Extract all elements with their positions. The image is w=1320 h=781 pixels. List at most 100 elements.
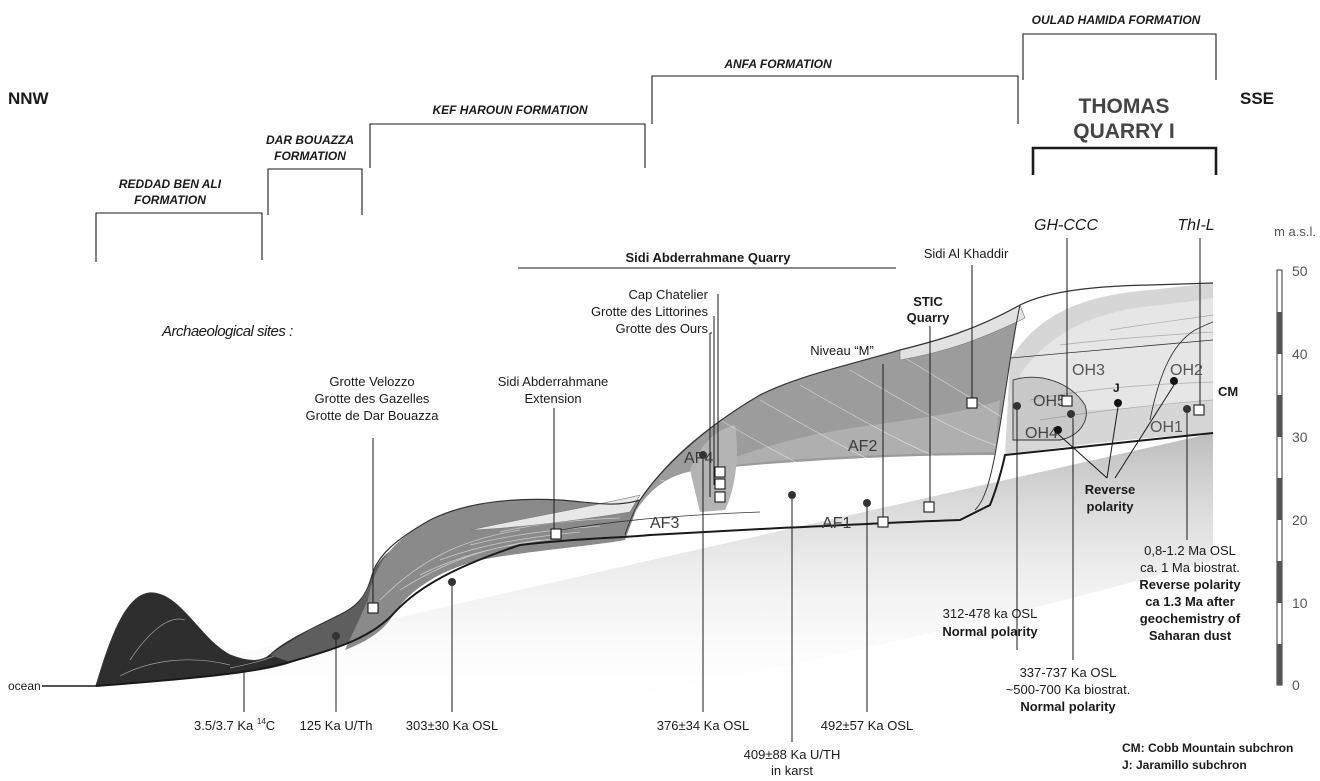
site-label-grotte-des-ours: Grotte des Ours <box>616 321 709 336</box>
date-label-geochemistry: geochemistry of <box>1140 611 1241 626</box>
date-label-0-8ma-polarity: Reverse polarity <box>1139 577 1241 592</box>
anfa-oh-contact <box>974 304 1021 511</box>
direction-label-sse: SSE <box>1240 89 1274 108</box>
date-label-409ka-1: 409±88 Ka U/TH <box>744 747 841 762</box>
formation-label-dar-bouazza-1: DAR BOUAZZA <box>266 133 354 147</box>
site-marker-thi-l <box>1193 404 1205 416</box>
sample-dot-376ka <box>699 451 707 459</box>
formation-label-oulad-hamida: OULAD HAMIDA FORMATION <box>1032 13 1201 27</box>
oulad-hamida-bracket <box>1022 33 1217 80</box>
site-marker-grotte-velozzo <box>367 602 379 614</box>
scale-tick-10: 10 <box>1292 595 1308 611</box>
site-leader-lines <box>372 238 1201 608</box>
scale-unit-label: m a.s.l. <box>1274 224 1316 239</box>
thomas-quarry-bracket <box>1031 146 1218 175</box>
dating-sample-points <box>332 377 1191 640</box>
site-label-niveau-m: Niveau “M” <box>810 343 874 358</box>
site-marker-gh-ccc <box>1061 395 1073 407</box>
sample-dot-303ka <box>448 578 456 586</box>
site-label-grotte-des-littorines: Grotte des Littorines <box>591 304 709 319</box>
date-leader-lines <box>243 384 1188 742</box>
sample-dot-125ka <box>332 632 340 640</box>
oh4-oh5-lens <box>1012 376 1087 441</box>
thomas-quarry-title-1: THOMAS <box>1079 95 1170 118</box>
site-label-grotte-velozzo: Grotte Velozzo <box>329 374 414 389</box>
scale-tick-30: 30 <box>1292 429 1308 445</box>
date-label-312ka-polarity: Normal polarity <box>942 624 1038 639</box>
reverse-polarity-label-2: polarity <box>1087 499 1135 514</box>
oh1-oh2-boundary <box>1149 321 1214 421</box>
af4-lens <box>690 425 737 512</box>
date-label-492ka: 492±57 Ka OSL <box>821 718 913 733</box>
section-base-outline <box>95 432 1214 687</box>
reddad-ben-ali-bracket <box>95 212 263 262</box>
unit-label-j: J <box>1113 381 1120 395</box>
anfa-bracket <box>651 75 1019 124</box>
elevation-scale-bar <box>1276 269 1283 686</box>
kef-anfa-contact <box>624 499 641 536</box>
site-label-grotte-de-dar-bouazza: Grotte de Dar Bouazza <box>306 408 440 423</box>
date-label-303ka: 303±30 Ka OSL <box>406 718 498 733</box>
sample-dot-337ka <box>1067 410 1075 418</box>
site-label-gh-ccc: GH-CCC <box>1034 217 1098 234</box>
unit-label-oh4: OH4 <box>1025 425 1058 442</box>
reverse-polarity-label-1: Reverse <box>1085 482 1136 497</box>
site-marker-sidi-al-khaddir <box>966 397 978 409</box>
date-label-337ka: 337-737 Ka OSL <box>1020 665 1117 680</box>
sample-dot-492ka <box>863 499 871 507</box>
stic-quarry-label-1: STIC <box>913 294 943 309</box>
coastal-crust <box>469 494 641 531</box>
unit-label-af1: AF1 <box>822 515 851 532</box>
unit-label-oh5: OH5 <box>1033 393 1066 410</box>
thomas-quarry-title-2: QUARRY I <box>1073 120 1175 143</box>
oh-top-line <box>1009 339 1214 359</box>
formation-label-reddad-ben-ali-2: FORMATION <box>134 193 206 207</box>
unit-label-oh3: OH3 <box>1072 362 1105 379</box>
date-label-125ka: 125 Ka U/Th <box>300 718 373 733</box>
kef-haroun-bracket <box>369 123 646 168</box>
legend-cm: CM: Cobb Mountain subchron <box>1122 741 1293 755</box>
sidi-abderrahmane-quarry-label: Sidi Abderrahmane Quarry <box>626 250 792 265</box>
dar-bouazza-bracket <box>267 168 363 215</box>
site-marker-sidi-abderrahmane-extension <box>550 528 562 540</box>
formation-label-reddad-ben-ali-1: REDDAD BEN ALI <box>119 177 222 191</box>
date-label-0-8ma: 0,8-1.2 Ma OSL <box>1144 543 1236 558</box>
unit-label-af4: AF4 <box>684 450 713 467</box>
site-label-thi-l: ThI-L <box>1177 217 1214 234</box>
scale-tick-50: 50 <box>1292 263 1308 279</box>
paleomag-dot-oh4 <box>1054 426 1062 434</box>
af1-af3-line <box>559 511 761 531</box>
anfa-upper-light <box>700 400 1000 470</box>
direction-label-nnw: NNW <box>8 89 50 108</box>
unit-label-cm: CM <box>1218 384 1238 399</box>
site-label-grotte-des-gazelles: Grotte des Gazelles <box>315 391 430 406</box>
sample-dot-0-8ma <box>1183 405 1191 413</box>
anfa-body <box>625 305 1020 530</box>
sample-dot-409ka <box>788 491 796 499</box>
paleomag-dot-j <box>1114 399 1122 407</box>
date-label-337ka-polarity: Normal polarity <box>1020 699 1116 714</box>
date-label-376ka: 376±34 Ka OSL <box>657 718 749 733</box>
archaeological-sites-label: Archaeological sites : <box>161 323 293 340</box>
site-marker-stic-quarry <box>923 501 935 513</box>
formation-label-anfa: ANFA FORMATION <box>723 57 832 71</box>
date-label-14c: 3.5/3.7 Ka 14C <box>194 717 275 733</box>
scale-tick-40: 40 <box>1292 346 1308 362</box>
unit-label-af3: AF3 <box>650 515 679 532</box>
site-marker-grotte-des-ours <box>714 491 726 503</box>
date-label-saharan-dust: Saharan dust <box>1149 628 1232 643</box>
paleomag-dot-oh2 <box>1170 377 1178 385</box>
formation-label-dar-bouazza-2: FORMATION <box>274 149 346 163</box>
site-marker-grotte-des-littorines <box>714 478 726 490</box>
date-label-312ka: 312-478 ka OSL <box>943 606 1038 621</box>
site-marker-niveau-m <box>877 516 889 528</box>
kef-haroun-body <box>345 499 640 650</box>
legend-j: J: Jaramillo subchron <box>1122 758 1247 772</box>
site-label-sidi-abderrahmane-extension-1: Sidi Abderrahmane <box>498 374 609 389</box>
site-label-sidi-al-khaddir: Sidi Al Khaddir <box>924 246 1009 261</box>
section-outline <box>95 282 1214 687</box>
date-label-337ka-biostrat: ~500-700 Ka biostrat. <box>1006 682 1131 697</box>
site-label-cap-chatelier: Cap Chatelier <box>629 287 709 302</box>
sample-dot-312ka <box>1013 402 1021 410</box>
